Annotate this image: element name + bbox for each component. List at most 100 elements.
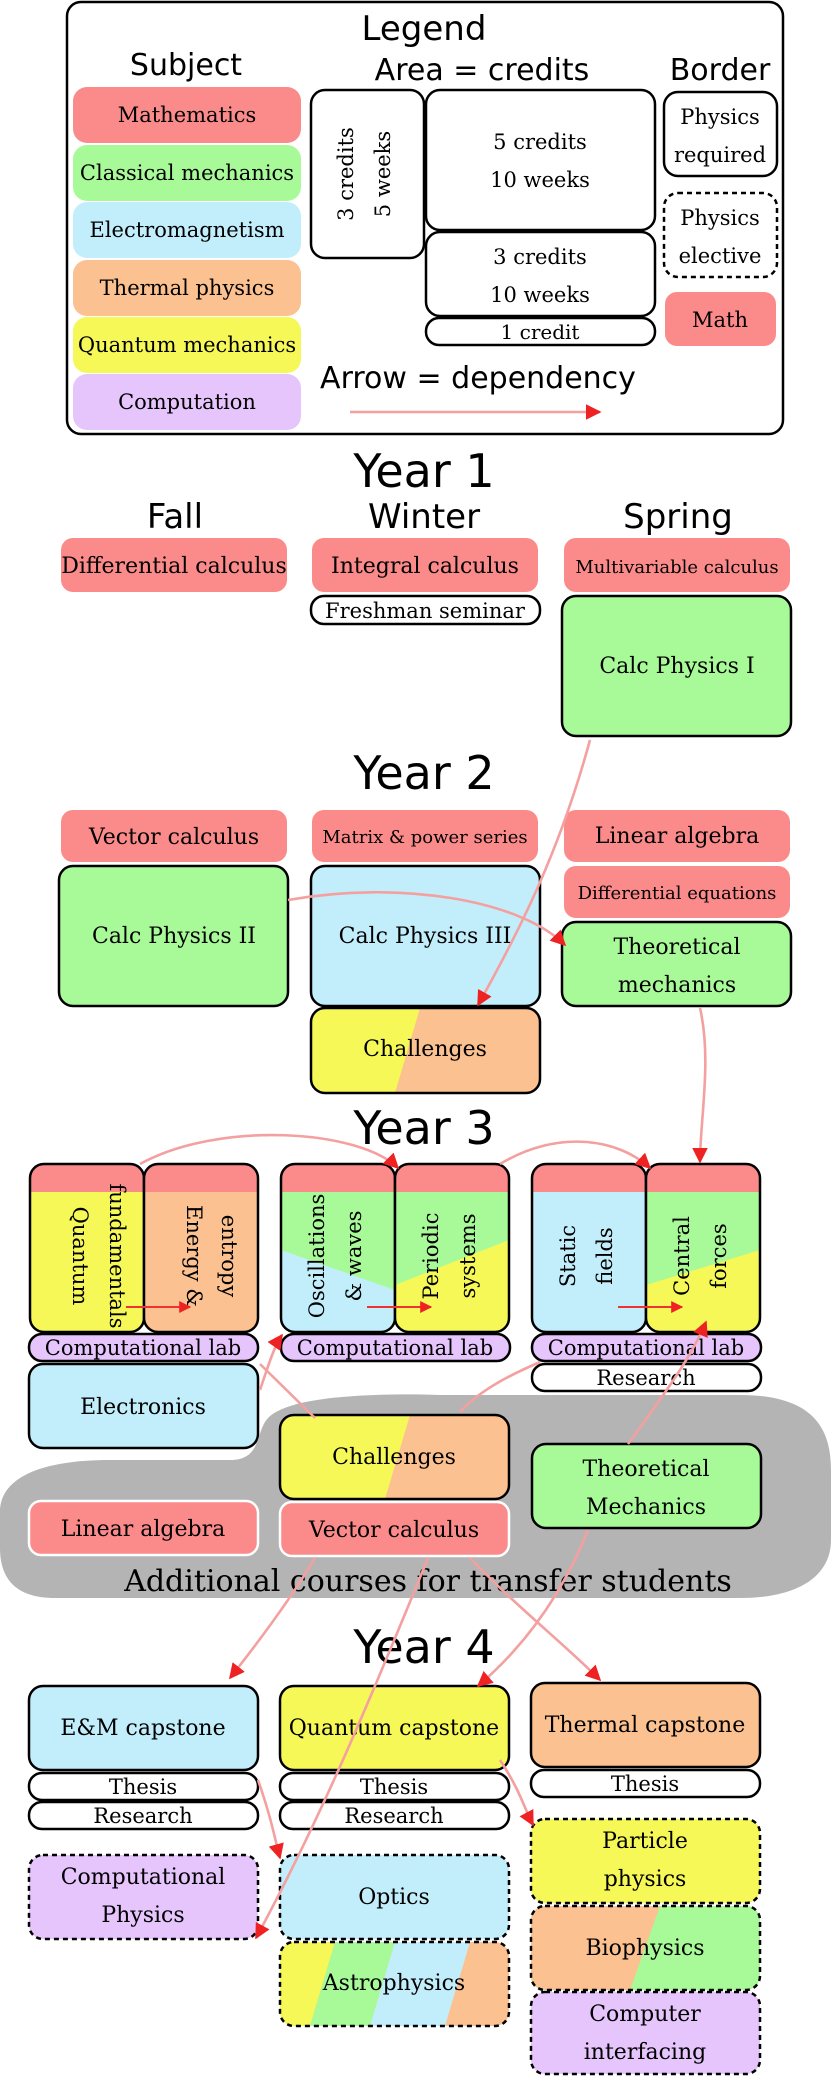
area-sample-3-10-line1: 3 credits xyxy=(493,245,587,269)
column-winter: Winter xyxy=(368,497,480,537)
course-oscillations-waves-line1: Oscillations xyxy=(305,1194,329,1319)
course-research-year3 xyxy=(530,1362,763,1393)
arrow-theoretical-mechanics-transfer-to-quantum-capstone xyxy=(476,1529,590,1688)
course-central-forces-fill xyxy=(646,1164,760,1332)
border-required-line2: required xyxy=(674,143,766,167)
course-computational-lab-1 xyxy=(27,1332,260,1363)
subject-label-classical-mechanics: Classical mechanics xyxy=(80,161,294,185)
course-quantum-fundamentals-line1: Quantum xyxy=(68,1207,92,1306)
course-linear-algebra-label: Linear algebra xyxy=(595,824,759,849)
course-central-forces-line2: forces xyxy=(707,1223,731,1288)
area-sample-5-10-line2: 10 weeks xyxy=(490,168,590,192)
course-research-quantum xyxy=(278,1800,511,1831)
course-biophysics-label: Biophysics xyxy=(585,1936,704,1961)
course-vector-calculus xyxy=(61,810,287,862)
arrow-em-capstone-to-optics xyxy=(256,1779,284,1860)
course-electronics-label: Electronics xyxy=(80,1395,206,1420)
course-multivariable-calculus xyxy=(564,538,790,592)
year-4-section: Year 4 E&M capstone Thesis Research Quan… xyxy=(27,1620,762,2076)
course-linear-algebra-transfer xyxy=(27,1499,260,1557)
course-computational-lab-3 xyxy=(530,1332,763,1363)
arrow-quantum-capstone-to-particle-physics xyxy=(498,1759,535,1827)
subject-swatch-quantum-mechanics xyxy=(73,317,301,373)
course-challenges-year2 xyxy=(309,1006,542,1095)
course-electronics xyxy=(27,1362,260,1450)
arrow-calc-physics-2-to-theoretical-mechanics xyxy=(287,890,567,947)
subject-swatch-thermal-physics xyxy=(73,260,301,316)
border-sample-math xyxy=(665,292,776,346)
course-periodic-systems-line1: Periodic xyxy=(419,1213,443,1300)
legend: Legend Subject Area = credits Border Mat… xyxy=(65,0,785,436)
year-1-title: Year 1 xyxy=(352,444,494,498)
border-elective-line1: Physics xyxy=(680,206,760,230)
course-vector-calculus-transfer xyxy=(278,1500,511,1558)
course-periodic-systems-line2: systems xyxy=(456,1214,480,1299)
course-theoretical-mechanics-line2: mechanics xyxy=(618,973,736,998)
course-biophysics-fill xyxy=(531,1906,760,1990)
area-sample-1-credit xyxy=(424,316,657,347)
course-calc-physics-2 xyxy=(57,864,290,1008)
course-energy-entropy-line2: entropy xyxy=(217,1215,241,1298)
area-sample-5-10-line1: 5 credits xyxy=(493,130,587,154)
year-2-section: Year 2 Vector calculus Calc Physics II M… xyxy=(57,746,793,1095)
course-freshman-seminar-label: Freshman seminar xyxy=(325,599,526,623)
arrow-theoretical-mechanics-transfer-to-central-forces xyxy=(626,1320,708,1445)
course-calc-physics-2-label: Calc Physics II xyxy=(92,924,256,949)
course-challenges-year2-fill xyxy=(311,1008,540,1093)
course-computational-lab-2-label: Computational lab xyxy=(297,1336,493,1360)
course-integral-calculus xyxy=(312,538,538,592)
course-central-forces-line1: Central xyxy=(670,1216,694,1296)
course-differential-equations xyxy=(564,866,790,918)
course-periodic-systems xyxy=(393,1162,511,1334)
course-computer-interfacing xyxy=(529,1990,762,2076)
course-energy-entropy xyxy=(142,1162,260,1334)
subject-label-electromagnetism: Electromagnetism xyxy=(89,218,284,242)
course-thesis-em xyxy=(27,1771,260,1802)
course-energy-entropy-line1: Energy & xyxy=(182,1205,206,1307)
transfer-label: Additional courses for transfer students xyxy=(123,1564,732,1599)
course-em-capstone-label: E&M capstone xyxy=(60,1716,225,1741)
arrow-vector-calculus-to-computational-physics xyxy=(254,1557,430,1940)
arrow-electronics-to-computational-lab xyxy=(258,1333,284,1391)
subject-swatch-electromagnetism xyxy=(73,202,301,258)
course-optics xyxy=(278,1853,511,1941)
course-thermal-capstone xyxy=(529,1681,762,1769)
course-challenges-year2-label: Challenges xyxy=(363,1037,487,1062)
area-sample-1-credit-label: 1 credit xyxy=(501,320,580,344)
legend-title: Legend xyxy=(362,9,487,49)
border-math-label: Math xyxy=(692,308,748,332)
subject-swatch-mathematics xyxy=(73,87,301,143)
arrow-lab-to-challenges-transfer xyxy=(259,1363,316,1419)
course-research-quantum-label: Research xyxy=(344,1804,443,1828)
course-computational-lab-1-label: Computational lab xyxy=(45,1336,241,1360)
arrow-periodic-systems-to-central-forces xyxy=(499,1140,652,1170)
course-linear-algebra xyxy=(564,810,790,862)
course-thesis-em-label: Thesis xyxy=(109,1775,177,1799)
course-static-fields-line2: fields xyxy=(593,1227,617,1284)
course-thesis-thermal xyxy=(529,1768,762,1799)
course-static-fields-line1: Static xyxy=(556,1225,580,1287)
arrow-quantum-fundamentals-to-periodic-systems xyxy=(139,1133,400,1170)
course-linear-algebra-transfer-label: Linear algebra xyxy=(61,1517,225,1542)
arrow-calc-physics-1-to-challenges xyxy=(476,739,592,1007)
course-computer-interfacing-line2: interfacing xyxy=(584,2040,706,2065)
arrow-theoretical-mechanics-to-central-forces xyxy=(692,1007,708,1164)
course-challenges-transfer-fill xyxy=(280,1415,509,1499)
course-calc-physics-3-label: Calc Physics III xyxy=(339,924,512,949)
course-quantum-fundamentals-fill xyxy=(30,1164,144,1332)
year-3-section: Year 3 Quantum fundamentals Energy & ent… xyxy=(27,1101,763,1450)
course-challenges-transfer xyxy=(278,1413,511,1501)
course-thesis-thermal-label: Thesis xyxy=(611,1772,679,1796)
course-research-em xyxy=(27,1800,260,1831)
course-theoretical-mechanics xyxy=(560,920,793,1008)
dependency-arrows xyxy=(126,739,708,1940)
border-required-line1: Physics xyxy=(680,105,760,129)
subject-swatch-classical-mechanics xyxy=(73,145,301,201)
course-theoretical-mechanics-line1: Theoretical xyxy=(614,935,741,960)
course-particle-physics-line2: physics xyxy=(604,1867,687,1892)
border-elective-line2: elective xyxy=(679,244,762,268)
course-quantum-capstone-label: Quantum capstone xyxy=(289,1716,499,1741)
course-computational-physics-line1: Computational xyxy=(61,1865,226,1890)
course-computer-interfacing-line1: Computer xyxy=(589,2002,701,2027)
